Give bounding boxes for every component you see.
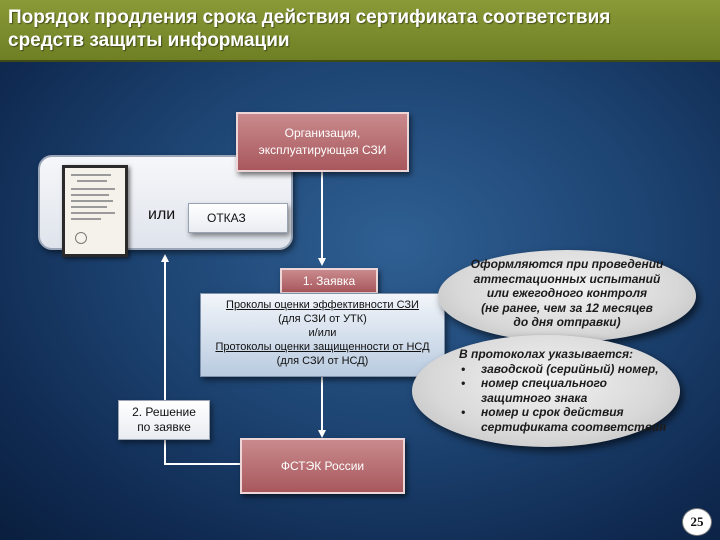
title-bar: Порядок продления срока действия сертифи… [0, 0, 720, 62]
slide-title-line-2: средств защиты информации [8, 30, 290, 51]
protocols-line-1: Проколы оценки эффективности СЗИ [226, 299, 419, 311]
note-contents-item-3-cont: сертификата соответствия [481, 419, 667, 434]
or-label: или [148, 206, 176, 223]
fstec-box: ФСТЭК России [240, 438, 405, 494]
note-issued-line-3: или ежегодного контроля [486, 286, 648, 300]
refusal-label: ОТКАЗ [207, 211, 246, 225]
organization-box: Организация, эксплуатирующая СЗИ [236, 112, 409, 172]
note-contents-ellipse: В протоколах указывается: • заводской (с… [412, 335, 680, 447]
protocols-line-4: Протоколы оценки защищенности от НСД [215, 341, 430, 353]
note-contents-item-2: • номер специального [459, 376, 680, 391]
bullet-icon: • [461, 376, 466, 390]
certificate-image [62, 165, 128, 257]
protocols-line-3: и/или [308, 327, 337, 339]
protocols-line-5: (для СЗИ от НСД) [276, 355, 369, 367]
application-label: 1. Заявка [302, 273, 356, 288]
protocols-line-2: (для СЗИ от УТК) [278, 313, 367, 325]
note-contents-heading: В протоколах указывается: [459, 347, 634, 361]
decision-label-line-2: по заявке [137, 420, 191, 434]
note-contents-item-3: • номер и срок действия [459, 405, 680, 420]
note-contents-item-1-text: заводской (серийный) номер, [481, 361, 659, 376]
note-contents-item-2-text: номер специального [481, 376, 607, 390]
bullet-icon: • [461, 405, 466, 419]
organization-label-line-1: Организация, [284, 126, 361, 140]
organization-label-line-2: эксплуатирующая СЗИ [258, 143, 387, 157]
note-contents-item-2-cont: защитного знака [481, 390, 588, 405]
note-contents-item-3-text: номер и срок действия [481, 405, 624, 419]
decision-box: 2. Решение по заявке [118, 400, 210, 440]
note-issued-line-4: (не ранее, чем за 12 месяцев [481, 300, 653, 315]
note-issued-line-1: Оформляются при проведении [470, 257, 664, 271]
protocols-box: Проколы оценки эффективности СЗИ (для СЗ… [200, 293, 445, 377]
fstec-label: ФСТЭК России [280, 458, 365, 473]
note-issued-line-2: аттестационных испытаний [473, 271, 661, 286]
note-contents-item-1: • заводской (серийный) номер, [459, 362, 680, 377]
bullet-icon: • [461, 361, 466, 376]
decision-label-line-1: 2. Решение [132, 405, 196, 419]
refusal-box: ОТКАЗ [188, 203, 288, 233]
note-issued-ellipse: Оформляются при проведении аттестационны… [438, 250, 696, 342]
note-issued-line-5: до дня отправки) [513, 315, 621, 329]
application-box: 1. Заявка [280, 268, 378, 294]
slide-title-line-1: Порядок продления срока действия сертифи… [8, 7, 611, 28]
page-number: 25 [682, 508, 712, 536]
arrow-decision-return [164, 430, 240, 465]
